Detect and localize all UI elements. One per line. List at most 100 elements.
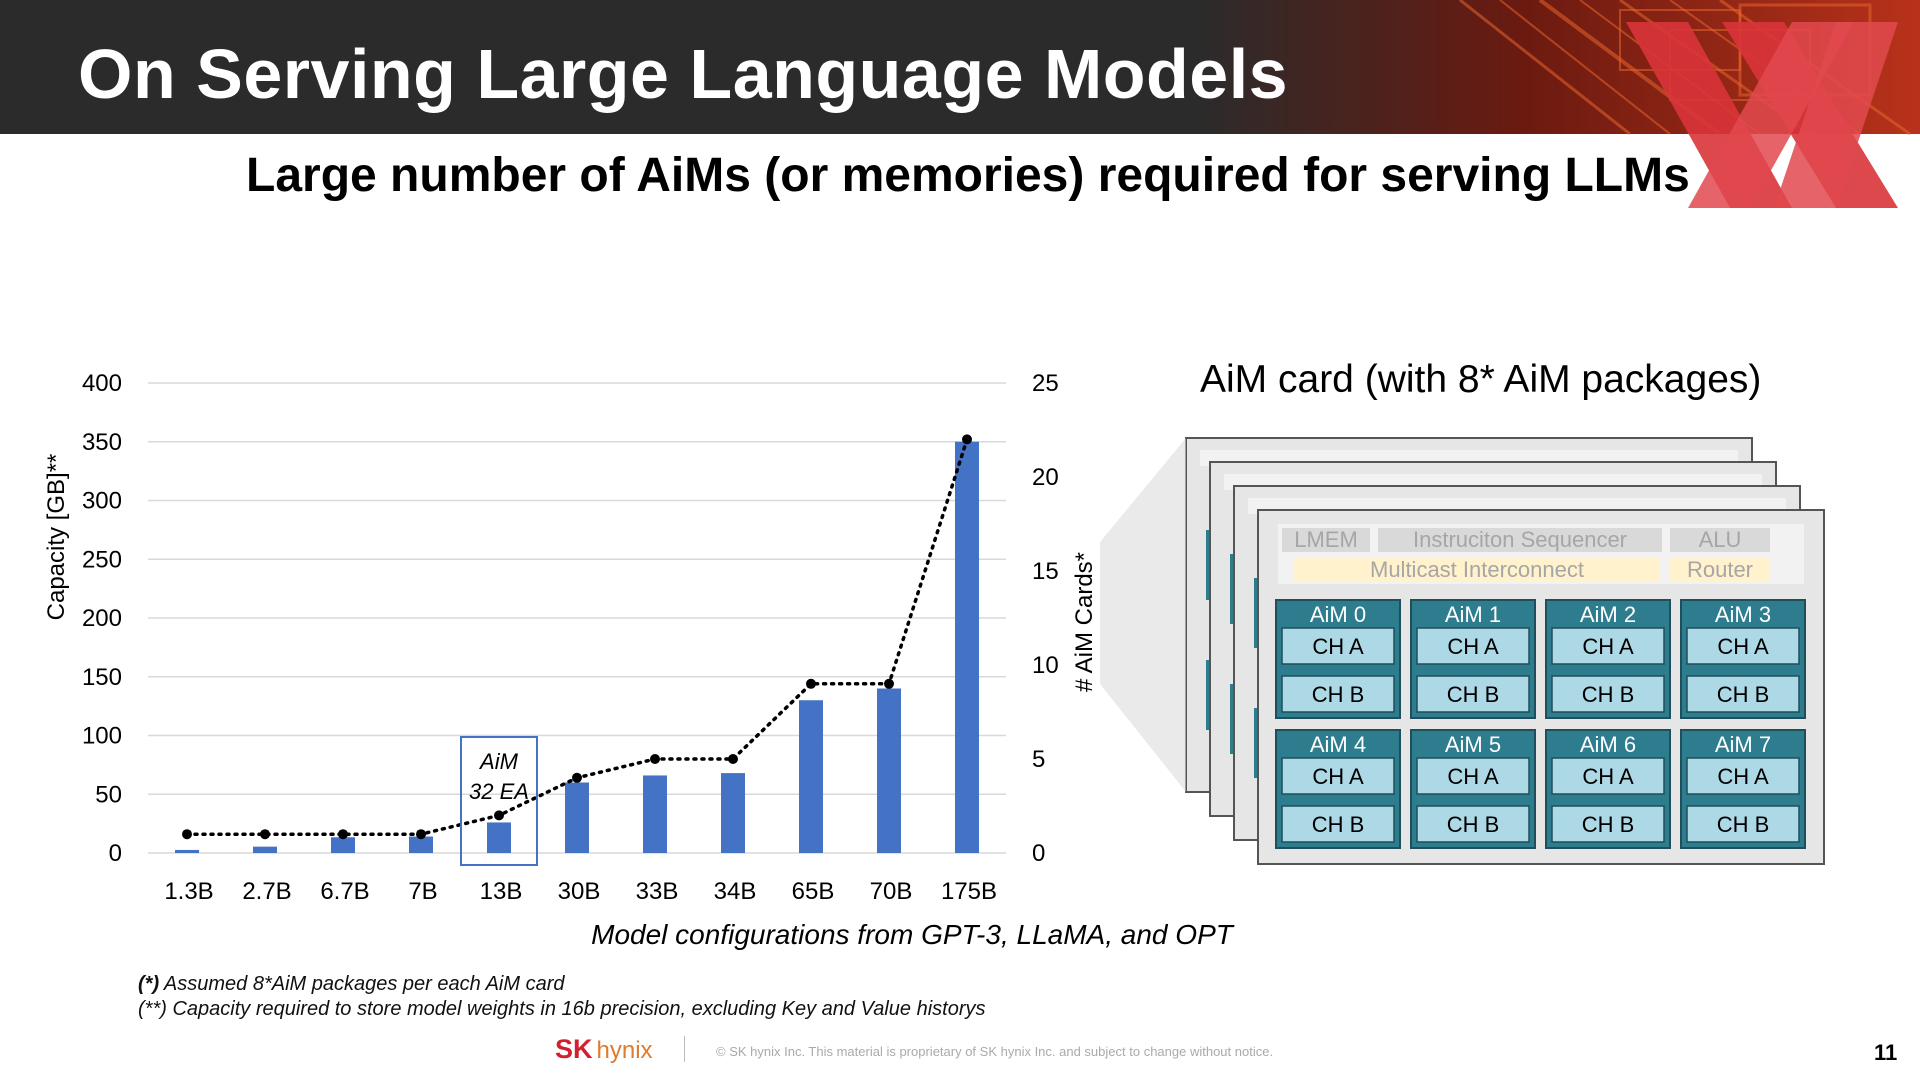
bar: [253, 846, 277, 853]
y2-tick-label: 5: [1032, 746, 1045, 773]
cards-point: [650, 754, 660, 764]
x-tick-label: 13B: [480, 878, 523, 905]
channel-box: [1281, 675, 1395, 713]
channel-box: [1416, 757, 1530, 795]
bar: [721, 773, 745, 853]
cards-point: [260, 829, 270, 840]
chart-x-axis-label: Model configurations from GPT-3, LLaMA, …: [591, 919, 1235, 950]
y2-tick-label: 10: [1032, 652, 1059, 679]
sequencer-label: Instruciton Sequencer: [1413, 527, 1627, 552]
channel-box: [1281, 627, 1395, 665]
channel-label: CH B: [1312, 682, 1365, 707]
channel-label: CH A: [1582, 764, 1634, 789]
aim-card-diagram: LMEM Instruciton Sequencer ALU Multicast In…: [1100, 437, 1825, 865]
y-tick-label: 0: [109, 840, 122, 867]
channel-label: CH B: [1582, 682, 1635, 707]
footer-divider: [684, 1036, 685, 1062]
bar: [955, 441, 979, 853]
cards-point: [962, 434, 972, 445]
y2-tick-label: 0: [1032, 840, 1045, 867]
slide-subtitle: Large number of AiMs (or memories) requi…: [246, 149, 1690, 202]
channel-label: CH A: [1447, 634, 1499, 659]
lmem-label: LMEM: [1294, 527, 1358, 552]
sequencer-label-box: [1378, 528, 1662, 552]
channel-label: CH B: [1582, 812, 1635, 837]
channel-box: [1686, 757, 1800, 795]
lmem-label-box: [1282, 528, 1370, 552]
y-tick-label: 50: [95, 781, 122, 808]
aim-package-label: AiM 7: [1715, 732, 1771, 757]
alu-label-box: [1670, 528, 1770, 552]
channel-box: [1551, 805, 1665, 843]
annotation-box: [460, 736, 538, 866]
interconnect-label-box: [1294, 558, 1660, 582]
chart-bars: [175, 441, 979, 853]
bar: [643, 775, 667, 853]
x-tick-label: 30B: [558, 878, 601, 905]
channel-box: [1686, 675, 1800, 713]
footnote-1: (*) Assumed 8*AiM packages per each AiM …: [138, 973, 565, 995]
x-tick-label: 65B: [792, 878, 835, 905]
x-tick-label: 7B: [408, 878, 437, 905]
y-tick-label: 400: [82, 370, 122, 397]
y-tick-label: 150: [82, 664, 122, 691]
channel-box: [1416, 675, 1530, 713]
chart-annotation: AiM 32 EA: [460, 736, 538, 866]
bar: [409, 836, 433, 853]
interconnect-label: Multicast Interconnect: [1370, 557, 1584, 582]
channel-box: [1551, 627, 1665, 665]
bar: [799, 700, 823, 853]
y-tick-label: 300: [82, 488, 122, 515]
zoom-trapezoid: [1100, 438, 1186, 792]
aim-package-label: AiM 5: [1445, 732, 1501, 757]
x-tick-label: 175B: [941, 878, 997, 905]
bar: [877, 688, 901, 853]
copyright-notice: © SK hynix Inc. This material is proprie…: [716, 1044, 1274, 1059]
channel-label: CH A: [1717, 634, 1769, 659]
channel-box: [1416, 627, 1530, 665]
x-tick-label: 34B: [714, 878, 757, 905]
slide-title: On Serving Large Language Models: [78, 35, 1289, 113]
channel-label: CH B: [1717, 812, 1770, 837]
x-tick-label: 70B: [870, 878, 913, 905]
aim-package-label: AiM 1: [1445, 602, 1501, 627]
cards-point: [572, 772, 582, 783]
aim-package-label: AiM 6: [1580, 732, 1636, 757]
annotation-text: AiM: [478, 749, 519, 774]
x-logo-icon: [1626, 22, 1898, 208]
y2-tick-label: 25: [1032, 370, 1059, 397]
cards-point: [338, 829, 348, 840]
channel-box: [1551, 675, 1665, 713]
channel-label: CH B: [1312, 812, 1365, 837]
channel-label: CH A: [1582, 634, 1634, 659]
y-tick-label: 100: [82, 723, 122, 750]
cards-point: [416, 829, 426, 840]
channel-label: CH B: [1447, 812, 1500, 837]
aim-package-label: AiM 0: [1310, 602, 1366, 627]
aim-package-label: AiM 4: [1310, 732, 1366, 757]
bar: [331, 837, 355, 853]
bar: [487, 822, 511, 853]
alu-label: ALU: [1699, 527, 1742, 552]
aim-package-label: AiM 3: [1715, 602, 1771, 627]
y2-tick-label: 20: [1032, 464, 1059, 491]
router-label: Router: [1687, 557, 1753, 582]
page-number: 11: [1874, 1040, 1898, 1065]
channel-label: CH B: [1717, 682, 1770, 707]
bar: [175, 849, 199, 853]
annotation-text: 32 EA: [469, 779, 529, 804]
channel-label: CH A: [1717, 764, 1769, 789]
aim-card-title: AiM card (with 8* AiM packages): [1200, 358, 1762, 401]
channel-box: [1281, 805, 1395, 843]
x-tick-label: 2.7B: [242, 878, 291, 905]
y-tick-label: 250: [82, 546, 122, 573]
footnotes: (*) Assumed 8*AiM packages per each AiM …: [138, 972, 985, 1022]
cards-point: [494, 810, 504, 821]
chart-y-axis-label: Capacity [GB]**: [43, 454, 70, 621]
